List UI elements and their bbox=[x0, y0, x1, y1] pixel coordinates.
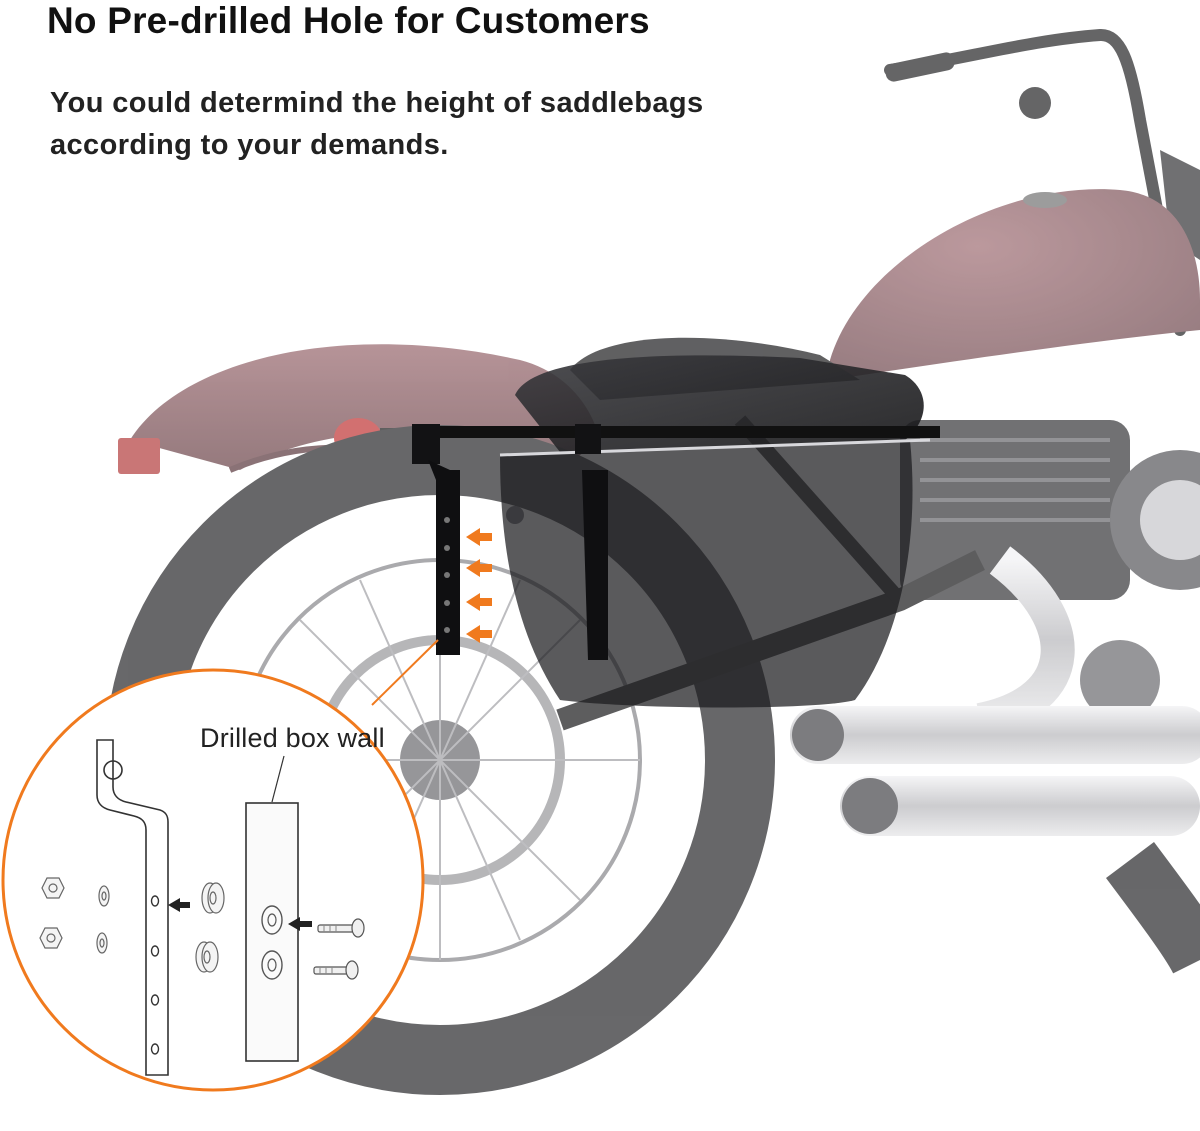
hex-nut-icon bbox=[39, 877, 65, 949]
arrow-left-icon bbox=[466, 528, 492, 643]
box-wall-panel bbox=[245, 802, 299, 1062]
bracket-part bbox=[96, 739, 169, 1076]
box-wall-label: Drilled box wall bbox=[200, 723, 385, 753]
detail-inset bbox=[1, 668, 425, 1092]
grommet-icon bbox=[195, 882, 225, 973]
page-title: No Pre-drilled Hole for Customers bbox=[47, 0, 650, 41]
saddlebag bbox=[412, 355, 940, 708]
description-text: You could determind the height of saddle… bbox=[50, 87, 704, 161]
washer-icon bbox=[96, 885, 110, 954]
